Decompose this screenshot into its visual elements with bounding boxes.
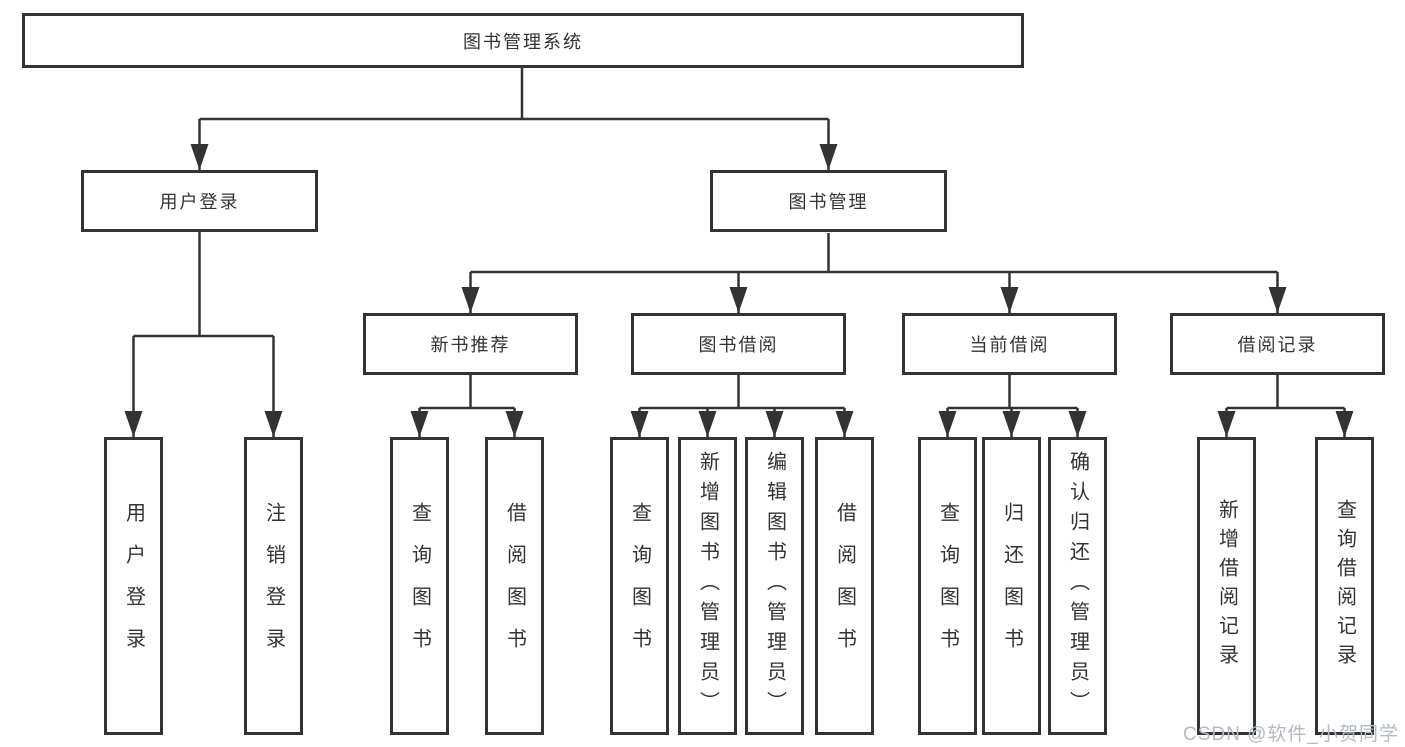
node-borrow-records: 借阅记录 bbox=[1170, 313, 1385, 375]
node-user-login: 用户登录 bbox=[81, 170, 318, 232]
connector-arrows bbox=[124, 119, 1354, 437]
leaf-query-books: 查询图书 bbox=[918, 437, 977, 735]
leaf-add-borrow-record: 新增借阅记录 bbox=[1197, 437, 1256, 735]
leaf-edit-book-admin: 编辑图书（管理员） bbox=[745, 437, 804, 735]
leaf-borrow-books: 借阅图书 bbox=[485, 437, 544, 735]
node-book-borrow: 图书借阅 bbox=[631, 313, 846, 375]
leaf-user-login: 用户登录 bbox=[104, 437, 163, 735]
node-new-book-recommend: 新书推荐 bbox=[363, 313, 578, 375]
node-book-management: 图书管理 bbox=[710, 170, 947, 232]
leaf-logout: 注销登录 bbox=[244, 437, 303, 735]
leaf-confirm-return-admin: 确认归还（管理员） bbox=[1048, 437, 1107, 735]
node-current-borrow: 当前借阅 bbox=[902, 313, 1117, 375]
leaf-query-borrow-record: 查询借阅记录 bbox=[1315, 437, 1374, 735]
leaf-borrow-books: 借阅图书 bbox=[815, 437, 874, 735]
leaf-query-books: 查询图书 bbox=[610, 437, 669, 735]
csdn-watermark: CSDN @软件_小贺同学 bbox=[1183, 724, 1399, 745]
leaf-return-books: 归还图书 bbox=[982, 437, 1041, 735]
node-root-library-system: 图书管理系统 bbox=[22, 13, 1024, 68]
leaf-query-books: 查询图书 bbox=[390, 437, 449, 735]
leaf-add-book-admin: 新增图书（管理员） bbox=[678, 437, 737, 735]
